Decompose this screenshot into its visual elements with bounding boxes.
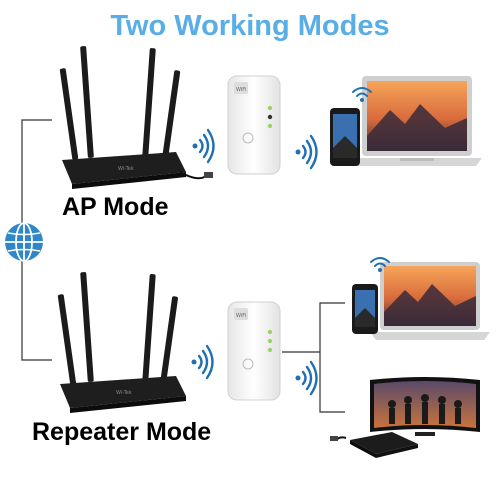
- ap-mode-phone-wifi-icon: [352, 87, 372, 102]
- svg-text:Wi-Tek: Wi-Tek: [118, 166, 134, 172]
- repeater-mode-client-wifi-signal-icon: [295, 360, 318, 396]
- ap-mode-label: AP Mode: [62, 193, 169, 221]
- repeater-mode-smartphone-icon: [352, 284, 378, 334]
- repeater-mode-repeater-icon: WiFi: [227, 301, 281, 401]
- ap-mode-client-wifi-signal-icon: [295, 134, 318, 170]
- repeater-mode-phone-wifi-icon: [370, 257, 390, 272]
- repeater-mode-tv-box-icon: [330, 432, 418, 458]
- ap-mode-router-icon: Wi-Tek: [59, 46, 213, 189]
- ap-mode-repeater-icon: WiFi: [227, 75, 281, 175]
- repeater-mode-wifi-signal-icon: [191, 344, 214, 380]
- ap-mode-wifi-signal-icon: [192, 128, 215, 164]
- ap-mode-smartphone-icon: [330, 108, 360, 166]
- svg-text:WiFi: WiFi: [236, 313, 246, 319]
- ap-mode-laptop-icon: [352, 76, 482, 166]
- repeater-mode-laptop-icon: [370, 262, 490, 340]
- repeater-mode-television-icon: [370, 377, 480, 436]
- globe-icon: [5, 222, 43, 262]
- network-connector-lines: [21, 119, 52, 361]
- svg-text:Wi-Tek: Wi-Tek: [116, 390, 132, 396]
- repeater-mode-router-icon: Wi-Tek: [57, 272, 186, 413]
- repeater-mode-label: Repeater Mode: [32, 418, 212, 446]
- svg-text:WiFi: WiFi: [236, 87, 246, 93]
- page-title: Two Working Modes: [110, 10, 390, 42]
- repeater-mode-branch-lines: [282, 302, 345, 413]
